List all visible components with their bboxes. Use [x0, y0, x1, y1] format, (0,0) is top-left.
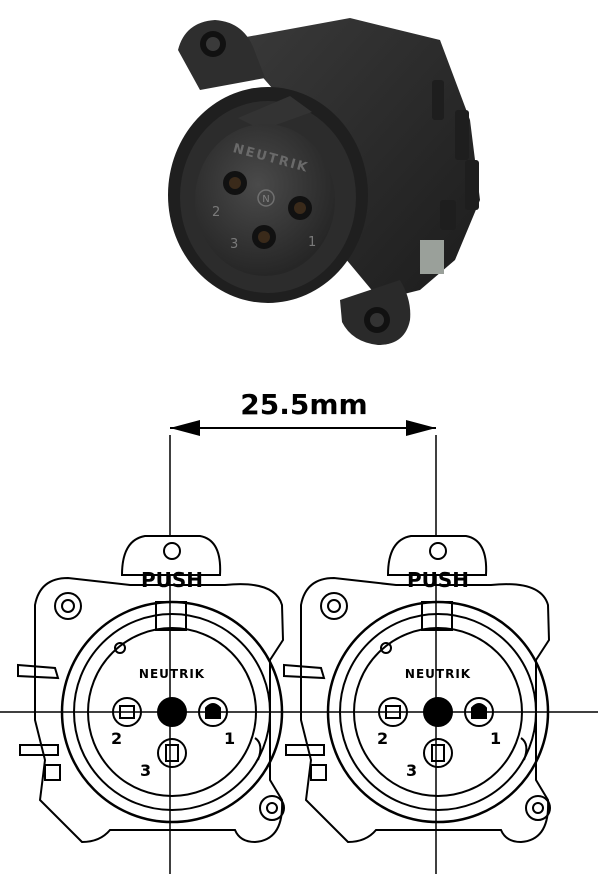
flange-hole-top-left	[320, 592, 348, 620]
pin-label-2-right: 2	[377, 729, 388, 748]
photo-pin-number-3: 3	[230, 237, 238, 252]
photo-pin-holes	[223, 171, 312, 249]
pin-label-1-left: 1	[224, 729, 235, 748]
contact-3-socket	[431, 744, 445, 762]
pin-label-3-right: 3	[406, 761, 417, 780]
connector-photo: N NEUTRIK 1 2 3	[168, 18, 480, 345]
push-latch	[120, 535, 222, 576]
key-notch	[520, 737, 528, 761]
flange-hole-top-left	[54, 592, 82, 620]
pin-label-1-right: 1	[490, 729, 501, 748]
brand-label-right: NEUTRIK	[405, 667, 471, 681]
photo-logo-letter: N	[262, 194, 269, 205]
latch-screw	[429, 542, 447, 560]
flange-hole-bottom-right-inner	[532, 802, 544, 814]
push-label-right: PUSH	[407, 568, 469, 592]
key-notch	[254, 737, 262, 761]
side-pin-top	[283, 663, 326, 680]
photo-latch-tab	[238, 96, 312, 130]
contact-3	[157, 738, 187, 768]
contact-1-socket	[205, 703, 221, 719]
photo-bottom-flange	[340, 280, 411, 345]
dimension-label: 25.5mm	[240, 388, 367, 421]
side-pin-bottom	[285, 744, 325, 756]
photo-pin-number-2: 2	[212, 205, 220, 220]
dimension-arrow-left	[170, 420, 200, 436]
contact-3	[423, 738, 453, 768]
side-pin-foot	[44, 764, 61, 781]
latch-window	[421, 601, 453, 631]
flange-hole-bottom-right	[259, 795, 285, 821]
flange-hole-bottom-right	[525, 795, 551, 821]
small-indicator-hole	[380, 642, 392, 654]
push-latch	[386, 535, 488, 576]
side-pin-top	[17, 663, 60, 680]
dimension-arrow-right	[406, 420, 436, 436]
photo-pcb-pin	[420, 240, 444, 274]
mounting-flange	[300, 576, 551, 844]
photo-top-flange	[178, 20, 265, 90]
dimension-annotation	[169, 420, 437, 874]
pin-label-2-left: 2	[111, 729, 122, 748]
mounting-flange	[34, 576, 285, 844]
flange-hole-top-left-inner	[327, 599, 341, 613]
flange-hole-bottom-right-inner	[266, 802, 278, 814]
photo-pin-number-1: 1	[308, 235, 316, 250]
flange-hole-top-left-inner	[61, 599, 75, 613]
photo-logo-badge	[257, 189, 275, 207]
photo-insert-face	[195, 124, 335, 276]
contact-1-socket	[471, 703, 487, 719]
contact-3-socket	[165, 744, 179, 762]
latch-screw	[163, 542, 181, 560]
brand-label-left: NEUTRIK	[139, 667, 205, 681]
drawing-right-labels: PUSH NEUTRIK 1 2 3	[377, 568, 501, 780]
latch-window	[155, 601, 187, 631]
small-indicator-hole	[114, 642, 126, 654]
pin-label-3-left: 3	[140, 761, 151, 780]
side-pin-foot	[310, 764, 327, 781]
push-label-left: PUSH	[141, 568, 203, 592]
photo-rear-fins	[432, 80, 479, 230]
side-pin-bottom	[19, 744, 59, 756]
drawing-left-labels: PUSH NEUTRIK 1 2 3	[111, 568, 235, 780]
